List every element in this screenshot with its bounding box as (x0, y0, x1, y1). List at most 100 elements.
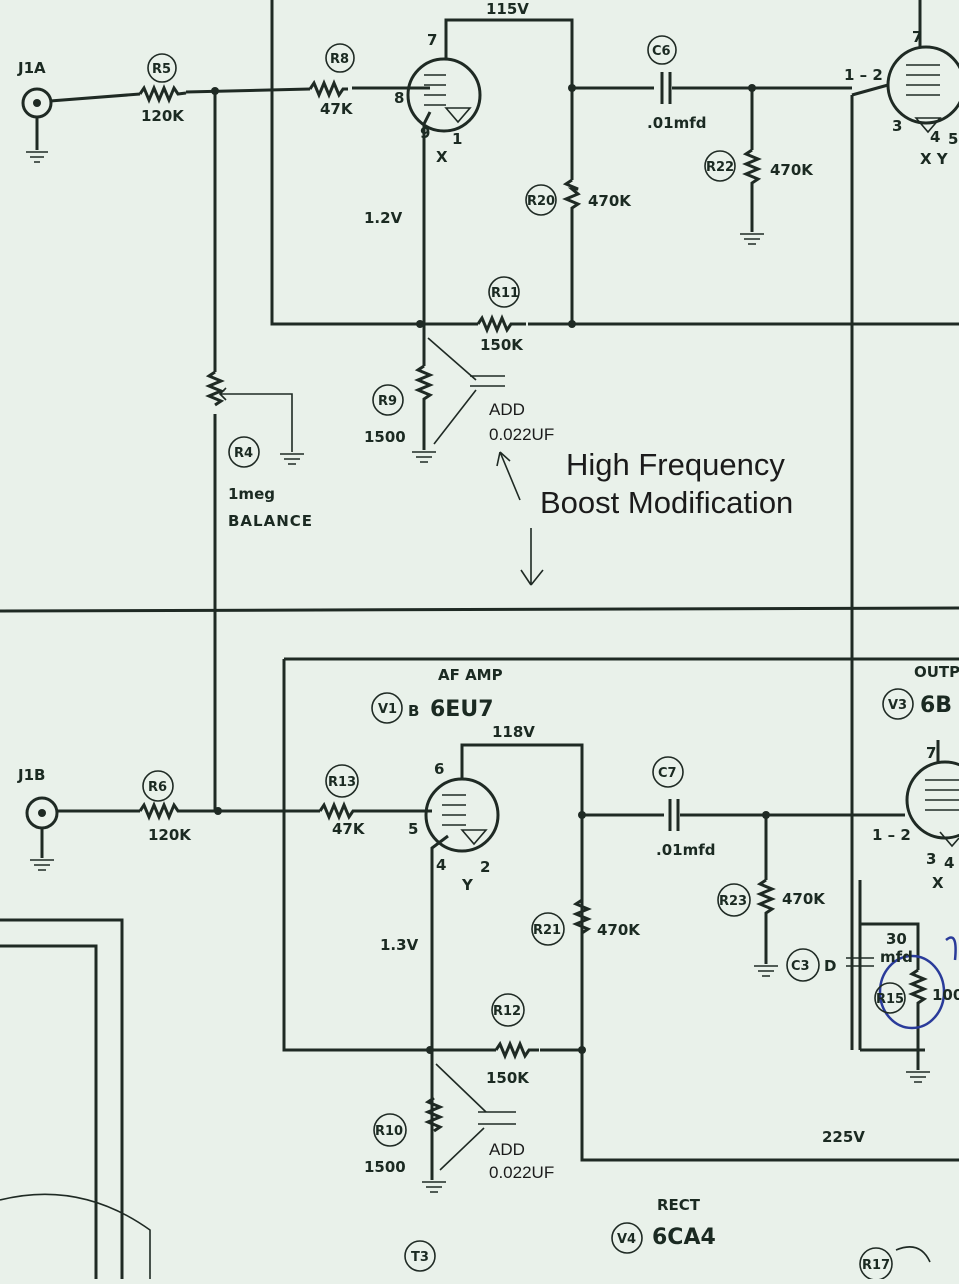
r12-value: 150K (486, 1069, 530, 1087)
r12-ref-circle (491, 993, 525, 1027)
tube-v2a-partial (886, 0, 959, 134)
v3-ref-circle (882, 688, 914, 720)
v3-pin-3: 3 (926, 850, 936, 868)
r4-ref-circle (228, 436, 260, 468)
r5-ref: R5 (152, 62, 171, 77)
output-stage-label: OUTP (914, 663, 959, 681)
v1-tube-type: 6EU7 (430, 697, 494, 722)
labels: J1A R5 120K R8 47K 115V 7 8 9 1 X C6 .01… (17, 0, 959, 1281)
resistor-r22 (742, 148, 762, 232)
r15-ref-circle (874, 982, 906, 1014)
v4-tube-type: 6CA4 (652, 1225, 716, 1250)
v3-pin-4: 4 (944, 854, 954, 872)
r8-ref: R8 (330, 52, 349, 67)
add-cap-bottom-line1: ADD (489, 1140, 525, 1159)
r20-ref-circle (525, 184, 557, 216)
resistor-r11 (476, 314, 526, 334)
channel-divider (0, 606, 959, 613)
r10-ref-circle (373, 1113, 407, 1147)
stage-name-af-amp: AF AMP (438, 666, 503, 684)
transformer-outline (0, 918, 124, 1279)
resistor-r15 (908, 968, 928, 1070)
capacitor-c3d (846, 957, 874, 967)
added-cap-lead (427, 337, 477, 381)
resistor-r21 (572, 898, 592, 935)
v1b-pin-2: 2 (480, 858, 490, 876)
v2a-pin-3: 3 (892, 117, 902, 135)
add-cap-top-line2: 0.022UF (489, 425, 554, 444)
v2a-pin-5: 5 (948, 130, 958, 148)
v1a-cathode-voltage: 1.2V (364, 209, 403, 227)
r23-ref: R23 (719, 894, 747, 909)
r4-balance-label: BALANCE (228, 512, 313, 530)
v1-ref: V1 (378, 702, 397, 717)
resistor-r12 (494, 1040, 539, 1060)
r21-ref: R21 (533, 923, 561, 938)
r9-ref-circle (372, 384, 404, 416)
v1b-pin-6: 6 (434, 760, 444, 778)
v2a-pin-4: 4 (930, 128, 940, 146)
tube-v1b (424, 743, 584, 1180)
r6-value: 120K (148, 826, 192, 844)
tube-v3-partial (905, 740, 959, 848)
c7-ref: C7 (658, 766, 677, 781)
r17-ref: R17 (862, 1258, 890, 1273)
r10-value: 1500 (364, 1158, 406, 1176)
r13-value: 47K (332, 820, 366, 838)
added-capacitor-top (470, 375, 505, 387)
c3-ref: C3 (791, 959, 810, 974)
bottom-channel (0, 657, 959, 1279)
r11-value: 150K (480, 336, 524, 354)
v1a-pin-8: 8 (394, 89, 404, 107)
resistor-r20 (562, 178, 582, 324)
add-cap-top-line1: ADD (489, 400, 525, 419)
v3-heater-x: X (932, 874, 944, 892)
v1a-pin-7: 7 (427, 31, 437, 49)
v1-section: B (408, 702, 419, 720)
resistor-r13 (318, 801, 366, 821)
r13-ref-circle (325, 764, 359, 798)
add-cap-bottom-line2: 0.022UF (489, 1163, 554, 1182)
c3-value-bottom: mfd (880, 948, 913, 966)
r4-value: 1meg (228, 485, 275, 503)
v1a-pin-1: 1 (452, 130, 462, 148)
v2a-pin-7: 7 (912, 28, 922, 46)
tube-v1a (406, 18, 574, 324)
r5-ref-circle (147, 53, 177, 83)
c3-section: D (824, 957, 836, 975)
potentiometer-r4 (205, 370, 225, 407)
capacitor-c6 (660, 72, 672, 104)
v1b-plate-voltage: 118V (492, 723, 535, 741)
pen-circle-mark (878, 954, 946, 1030)
annotation-line2: Boost Modification (540, 485, 793, 520)
r22-ref: R22 (706, 160, 734, 175)
top-channel (21, 0, 959, 1050)
resistor-r6 (138, 801, 190, 821)
r22-ref-circle (704, 150, 736, 182)
v1a-plate-voltage: 115V (486, 0, 529, 18)
resistor-r9 (414, 364, 434, 450)
c6-ref-circle (647, 35, 677, 65)
jack-j1b-label: J1B (17, 766, 45, 784)
v1a-pin-9: 9 (420, 124, 430, 142)
r10-ref: R10 (375, 1124, 403, 1139)
jack-j1a-label: J1A (17, 59, 46, 77)
r8-value: 47K (320, 100, 354, 118)
r15-ref: R15 (876, 992, 904, 1007)
arrow-up-icon (496, 451, 521, 501)
r21-value: 470K (597, 921, 641, 939)
t3-ref: T3 (411, 1250, 429, 1265)
v1b-cathode-voltage: 1.3V (380, 936, 419, 954)
rect-label: RECT (657, 1196, 701, 1214)
r4-ref: R4 (234, 446, 253, 461)
r20-ref: R20 (527, 194, 555, 209)
v4-ref: V4 (617, 1232, 636, 1247)
r6-ref-circle (142, 770, 174, 802)
r8-ref-circle (325, 43, 355, 73)
v3-pin-1-2: 1 – 2 (872, 826, 911, 844)
arrow-down-icon (520, 528, 544, 586)
v2a-heater-xy: X Y (920, 150, 949, 168)
v1a-heater-x: X (436, 148, 448, 166)
r23-ref-circle (717, 883, 751, 917)
